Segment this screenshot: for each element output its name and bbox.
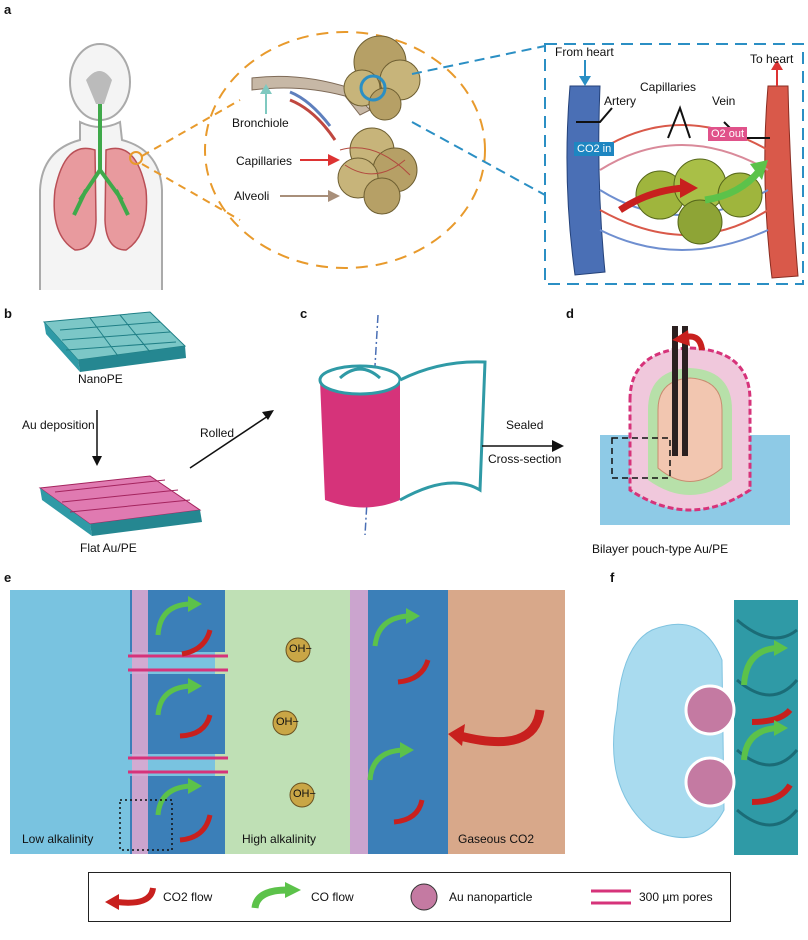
artery-label: Artery	[604, 94, 637, 108]
pouch-icon	[628, 346, 752, 512]
oh-ion-icon	[272, 710, 298, 736]
cross-section-label: Cross-section	[488, 452, 562, 466]
rolled-sheet-icon	[318, 360, 487, 508]
alveoli-spheres-icon	[635, 158, 763, 245]
capillaries-label: Capillaries	[236, 154, 293, 168]
legend-co-flow: CO flow	[249, 873, 354, 921]
left-membrane-icon	[128, 590, 228, 854]
panel-a-graphics	[39, 31, 804, 290]
legend-pores: 300 µm pores	[589, 873, 713, 921]
lungs-icon	[53, 71, 148, 251]
nanope-mesh-icon	[42, 311, 187, 372]
gaseous-co2-label: Gaseous CO2	[458, 832, 535, 846]
legend-co2-flow: CO2 flow	[101, 873, 212, 921]
legend-pores-label: 300 µm pores	[639, 890, 713, 904]
to-heart-label: To heart	[750, 52, 794, 66]
panel-f-letter: f	[610, 570, 615, 585]
panel-d-letter: d	[566, 306, 574, 321]
alveoli-cluster-icon	[337, 35, 421, 215]
legend: CO2 flow CO flow Au nanoparticle 300 µm …	[88, 872, 731, 922]
vein-label: Vein	[712, 94, 736, 108]
sealed-label: Sealed	[506, 418, 544, 432]
legend-co-flow-label: CO flow	[311, 890, 354, 904]
oh-label-1: OH−	[289, 643, 312, 655]
vein-vessel-icon	[764, 60, 799, 279]
low-alkalinity-label: Low alkalinity	[22, 832, 94, 846]
flat-aupe-mesh-icon	[38, 475, 202, 536]
legend-co2-flow-label: CO2 flow	[163, 890, 213, 904]
panel-b-letter: b	[4, 306, 12, 321]
flat-aupe-label: Flat Au/PE	[80, 541, 137, 555]
panel-f-graphics	[613, 600, 799, 855]
legend-au-nanoparticle-label: Au nanoparticle	[449, 890, 533, 904]
o2-out-tag: O2 out	[708, 127, 748, 141]
au-nanoparticle-icon	[684, 684, 736, 736]
au-deposition-label: Au deposition	[22, 418, 95, 432]
panel-c-arrow	[482, 440, 564, 452]
pores-lines-icon	[591, 889, 631, 905]
right-membrane-icon	[350, 590, 448, 854]
panel-e-letter: e	[4, 570, 12, 585]
oh-ion-icon	[285, 637, 311, 663]
panel-d-graphics	[600, 326, 790, 525]
pouch-caption: Bilayer pouch-type Au/PE	[592, 542, 729, 556]
high-alkalinity-label: High alkalinity	[242, 832, 317, 846]
panel-a-letter: a	[4, 2, 12, 17]
panel-b-graphics	[38, 311, 274, 536]
capillaries-detail-label: Capillaries	[640, 80, 697, 94]
co-flow-arrow-icon	[251, 882, 301, 909]
oh-ion-icon	[289, 782, 315, 808]
from-heart-label: From heart	[555, 45, 614, 59]
legend-au-nanoparticle: Au nanoparticle	[407, 873, 532, 921]
oh-label-2: OH−	[276, 716, 299, 728]
alveoli-label: Alveoli	[234, 189, 270, 203]
bronchiole-label: Bronchiole	[232, 116, 289, 130]
artery-vessel-icon	[566, 60, 606, 276]
au-nanoparticle-icon	[684, 756, 736, 808]
panel-e-graphics	[10, 590, 565, 854]
panel-c-letter: c	[300, 306, 308, 321]
co2-in-tag: CO2 in	[574, 142, 615, 156]
au-nanoparticle-legend-icon	[410, 883, 438, 911]
nanope-label: NanoPE	[78, 372, 123, 386]
panel-c-graphics	[318, 314, 487, 536]
co2-flow-arrow-icon	[105, 887, 156, 910]
bronchiole-icon	[251, 75, 371, 141]
rolled-label: Rolled	[200, 426, 235, 440]
oh-label-3: OH−	[293, 788, 316, 800]
